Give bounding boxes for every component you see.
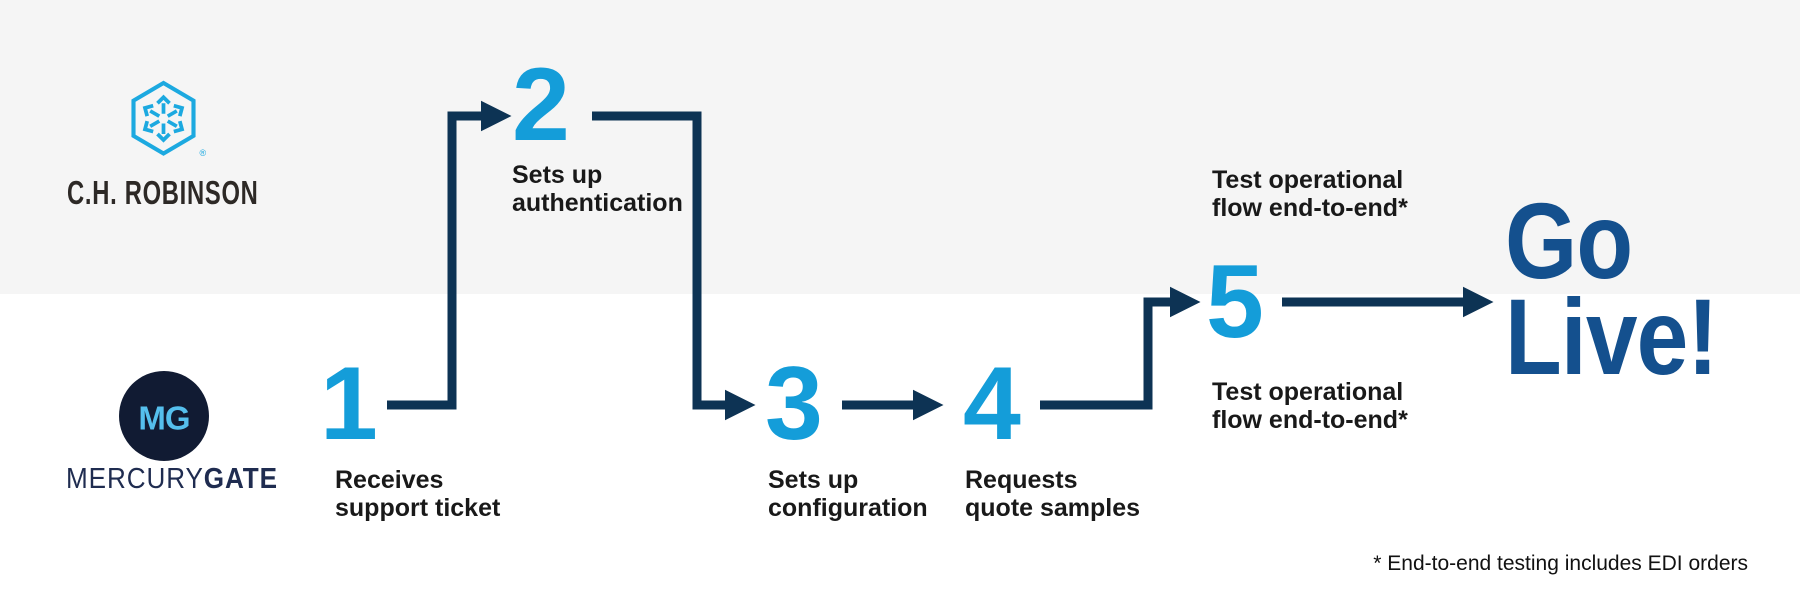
go-live-text: Go Live!: [1505, 180, 1718, 397]
step-5-label-above-line2: flow end-to-end*: [1212, 194, 1408, 222]
go-live-line1: Go: [1505, 180, 1633, 301]
chrobinson-logo: ®: [126, 80, 296, 158]
step-4-label-line2: quote samples: [965, 494, 1141, 522]
step-2-label-line1: Sets up: [512, 161, 603, 189]
chrobinson-wordmark: C.H. ROBINSON: [67, 174, 259, 211]
step-3-label-line2: configuration: [768, 494, 928, 522]
step-1-label-line2: support ticket: [335, 494, 501, 522]
step-5-label-below: Test operational flow end-to-end*: [1212, 378, 1408, 434]
mercurygate-circle-icon: MG: [119, 371, 209, 461]
step-1-number: 1: [320, 346, 378, 462]
step-3-label: Sets up configuration: [768, 466, 928, 522]
mercurygate-monogram: MG: [138, 400, 189, 437]
go-live-line2: Live!: [1505, 276, 1718, 397]
step-2-label-line2: authentication: [512, 189, 683, 217]
arrow-step4-to-step5: [1040, 286, 1201, 410]
chrobinson-hexagon-icon: ®: [131, 80, 207, 158]
mercurygate-wordmark: MERCURYGATE: [66, 462, 278, 496]
step-3-label-line1: Sets up: [768, 466, 859, 494]
step-5-label-below-line2: flow end-to-end*: [1212, 406, 1408, 434]
step-4-label-line1: Requests: [965, 466, 1078, 494]
step-1-label-line1: Receives: [335, 466, 444, 494]
footnote: * End-to-end testing includes EDI orders: [1373, 552, 1748, 575]
step-5-label-above-line1: Test operational: [1212, 166, 1404, 194]
step-2-number: 2: [512, 47, 570, 163]
step-4-label: Requests quote samples: [965, 466, 1140, 522]
step-2-label: Sets up authentication: [512, 161, 683, 217]
registered-trademark-symbol: ®: [200, 148, 207, 158]
step-5-label-above: Test operational flow end-to-end*: [1212, 166, 1408, 222]
mercurygate-wordmark-bold: GATE: [203, 463, 278, 495]
step-1-label: Receives support ticket: [335, 466, 500, 522]
step-3-number: 3: [765, 346, 823, 462]
mercurygate-lane-background: [0, 0, 1800, 294]
step-5-label-below-line1: Test operational: [1212, 378, 1404, 406]
step-4-number: 4: [963, 346, 1021, 462]
step-5-number: 5: [1206, 244, 1264, 360]
mercurygate-wordmark-regular: MERCURY: [66, 463, 204, 495]
